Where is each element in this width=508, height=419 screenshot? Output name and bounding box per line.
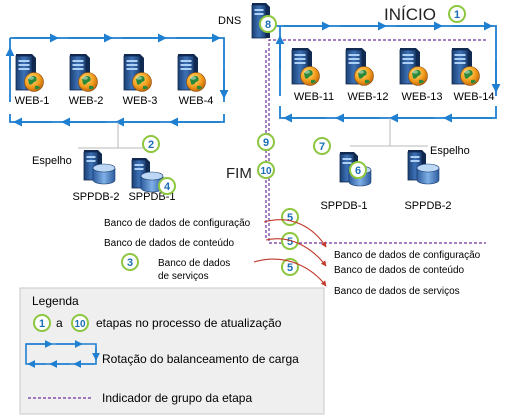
legend: Legenda 1 a 10 etapas no processo de atu… [19,287,325,415]
svg-text:5: 5 [287,262,293,274]
source-db-config: Banco de dados de configuração [104,218,251,229]
legend-step-last: 10 [71,314,89,332]
svg-text:3: 3 [127,257,133,269]
mirror-label-right: Espelho [430,145,470,157]
svg-text:5: 5 [287,212,293,224]
step-circle-10: 10 [257,161,275,179]
svg-text:2: 2 [148,139,154,151]
legend-steps-text: etapas no processo de atualização [96,316,282,330]
step-circle-1: 1 [448,5,466,23]
right-rotation-loop [275,21,501,123]
db-label-sppdb-2-left: SPPDB-2 [72,191,119,203]
mirror-label-left: Espelho [32,155,72,167]
svg-text:9: 9 [263,137,269,149]
web-server-icon [399,47,428,86]
svg-text:4: 4 [164,181,171,193]
svg-text:10: 10 [74,319,86,330]
svg-text:8: 8 [265,19,271,31]
server-label-web-14: WEB-14 [454,91,495,103]
legend-rotation-text: Rotação do balanceamento de carga [102,352,299,366]
config-db-arrow [263,219,327,248]
source-db-services-line1: Banco de dados [158,258,230,269]
server-label-web-13: WEB-13 [402,91,443,103]
database-server-icon [83,149,116,185]
source-db-services-line2: de serviços [158,271,209,282]
web-server-icon [69,53,98,92]
db-label-sppdb-2-right: SPPDB-2 [404,200,451,212]
legend-group-text: Indicador de grupo da etapa [102,391,252,405]
step-circle-5a: 5 [281,208,299,226]
svg-text:5: 5 [287,236,293,248]
web-server-icon [291,47,320,86]
server-label-web-2: WEB-2 [69,95,104,107]
web-server-icon [177,53,206,92]
legend-rotation-icon [25,340,100,368]
svg-text:1: 1 [39,318,45,330]
step-circle-4: 4 [158,177,176,195]
dns-label: DNS [218,15,241,27]
svg-text:6: 6 [355,165,361,177]
content-db-arrow [265,238,327,267]
web-server-icon [15,53,44,92]
step-circle-9: 9 [257,133,275,151]
server-label-web-11: WEB-11 [294,91,334,103]
web-server-icon [345,47,374,86]
services-db-arrow [253,258,327,287]
step-circle-5b: 5 [281,232,299,250]
step-circle-8: 8 [259,15,277,33]
source-db-content: Banco de dados de conteúdo [104,238,235,249]
server-label-web-12: WEB-12 [348,91,389,103]
server-label-web-3: WEB-3 [123,95,158,107]
legend-range-sep: a [56,316,63,330]
legend-box [19,287,325,415]
step-circle-6: 6 [349,161,367,179]
web-server-icon [451,47,480,86]
db-label-sppdb-1-right: SPPDB-1 [320,200,367,212]
svg-text:10: 10 [260,166,272,177]
left-loop-bottom [9,114,225,123]
svg-text:7: 7 [319,141,325,153]
step-circle-2: 2 [142,135,160,153]
target-db-config: Banco de dados de configuração [334,250,481,261]
svg-text:1: 1 [454,9,460,21]
db-migration-arrows [253,219,327,287]
server-label-web-1: WEB-1 [15,95,50,107]
target-db-services: Banco de dados de serviços [334,286,460,297]
end-label: FIM [226,165,252,182]
server-label-web-4: WEB-4 [179,95,214,107]
step-circle-3: 3 [121,253,139,271]
web-server-icon [123,53,152,92]
legend-step-first: 1 [33,314,51,332]
legend-title: Legenda [32,294,79,308]
target-db-content: Banco de dados de conteúdo [334,265,465,276]
step-circle-7: 7 [313,137,331,155]
start-label: INÍCIO [384,5,436,24]
left-rotation-loop [5,33,229,127]
